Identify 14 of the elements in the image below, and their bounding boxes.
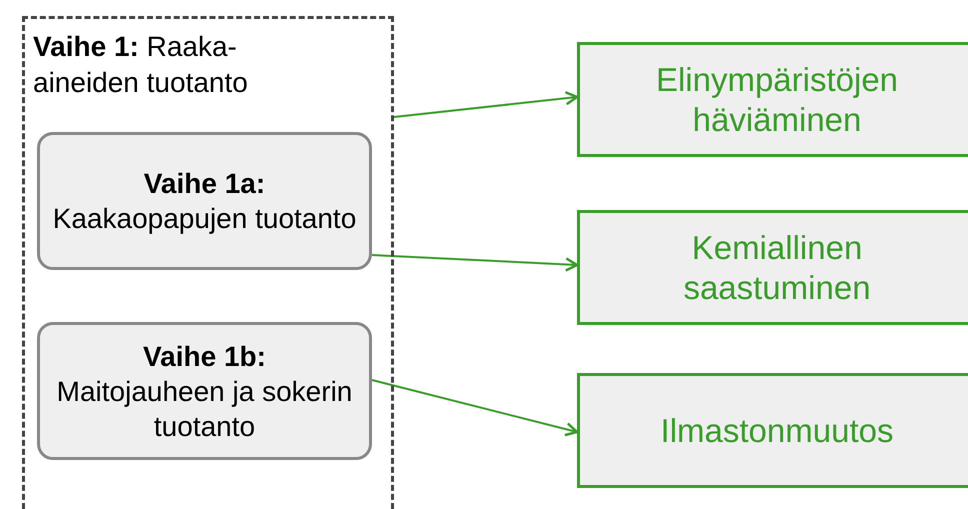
impact-box: Elinympäristöjen häviäminen [577,42,968,157]
substage-box [37,322,372,460]
arrow [394,90,578,118]
substage-title: Vaihe 1a: [144,167,266,201]
substage-title: Vaihe 1b: [143,340,266,374]
impact-box: Kemiallinen saastuminen [577,210,968,325]
arrow [372,254,578,272]
stage-heading: Vaihe 1: Raaka-aineiden tuotanto [33,30,249,100]
substage-text: Kaakaopapujen tuotanto [52,202,356,236]
arrow [372,379,578,436]
substage-box [37,132,372,270]
stage-container [22,16,394,509]
substage-text: Maitojauheen ja sokerin tuotanto [56,374,354,444]
impact-box: Ilmastonmuutos [577,373,968,488]
